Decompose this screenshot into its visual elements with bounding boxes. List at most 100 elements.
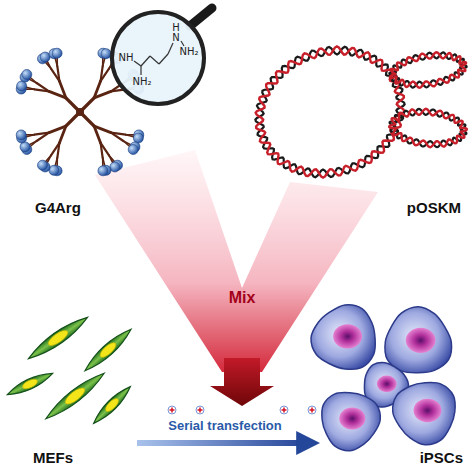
marker-ring — [196, 406, 204, 414]
plasmid-strand — [390, 52, 466, 87]
plasmid-strand — [389, 109, 467, 147]
arginine-group — [20, 142, 30, 152]
chemical-label: H — [172, 23, 180, 33]
marker-ring — [168, 406, 176, 414]
chemical-label: N — [172, 33, 179, 43]
ips-cell — [385, 307, 452, 373]
fibroblast — [5, 369, 55, 399]
chemical-bond — [141, 56, 150, 66]
arginine-group — [98, 166, 108, 176]
arginine-group — [101, 49, 111, 59]
dendrimer-core — [76, 108, 84, 116]
cell-nucleus — [377, 376, 397, 393]
dendrimer-branch — [51, 143, 59, 155]
dendrimer-branch — [59, 81, 65, 98]
fibroblast-cells — [5, 312, 134, 426]
ips-cell — [311, 305, 375, 370]
panel-label: G4Arg — [35, 200, 81, 217]
cell-nucleus — [21, 377, 39, 390]
cell-nucleus — [414, 399, 442, 423]
fibroblast — [25, 312, 91, 363]
panel-label: MEFs — [33, 450, 73, 467]
cell-nucleus — [46, 328, 70, 348]
dendrimer-branch — [111, 133, 123, 141]
arginine-group — [133, 133, 143, 143]
arginine-group — [128, 145, 138, 155]
cell-body — [90, 383, 134, 427]
edge-label: Serial transfection — [168, 419, 281, 433]
marker-ring — [280, 406, 288, 414]
cell-body — [311, 305, 375, 370]
cell-nucleus — [406, 328, 436, 353]
step-label: Mix — [229, 290, 256, 306]
illustration-panel: G4Arg — [5, 24, 195, 220]
ips-cell — [322, 392, 380, 450]
arginine-group — [52, 48, 62, 58]
marker-star — [169, 407, 176, 414]
plasmid-group — [255, 46, 466, 177]
dendrimer-branch — [94, 91, 111, 97]
dendrimer-branch — [57, 66, 59, 81]
cell-body — [385, 307, 452, 373]
transfection-arrow — [137, 440, 313, 446]
panel-label: pOSKM — [407, 200, 461, 217]
transfection-marker — [308, 406, 316, 414]
dendrimer-branch — [101, 69, 109, 81]
dendrimer-branch — [34, 133, 49, 135]
plasmid-strand — [390, 109, 467, 147]
marker-ring — [308, 406, 316, 414]
cell-nucleus — [333, 324, 362, 348]
mixing-funnel — [95, 150, 378, 372]
chemical-bond — [140, 66, 141, 75]
marker-star — [309, 407, 316, 414]
transfection-marker — [168, 406, 176, 414]
dendrimer-branch — [49, 126, 66, 132]
illustration-panel: pOSKM — [255, 30, 469, 220]
glass-handle — [190, 8, 212, 26]
ips-cell — [393, 383, 456, 445]
marker-star — [281, 407, 288, 414]
illustration-panel: iPSCs — [315, 300, 469, 470]
fibroblast — [81, 325, 134, 375]
glass-lens — [112, 12, 204, 104]
arginine-group — [37, 160, 47, 170]
chemical-bond — [168, 43, 173, 54]
arginine-group — [40, 52, 50, 62]
cell-body — [5, 369, 55, 399]
fibroblast — [90, 383, 134, 427]
illustration-panel: MEFs — [5, 315, 135, 470]
cell-nucleus — [63, 385, 87, 406]
magnifying-glass — [112, 8, 212, 104]
chemical-bond — [181, 41, 184, 46]
arginine-group — [17, 81, 27, 91]
plasmid-strand — [255, 47, 404, 177]
cell-nucleus — [339, 408, 365, 430]
cell-body — [322, 392, 380, 450]
chemical-label: NH — [119, 53, 134, 63]
dendrimer-branch — [101, 143, 103, 158]
panel-label: iPSCs — [420, 450, 463, 467]
stem-cells — [311, 305, 455, 451]
chemical-label: NH₂ — [179, 47, 198, 57]
dendrimer-branch — [37, 83, 49, 91]
arginine-group — [49, 165, 59, 175]
cell-nucleus — [104, 397, 121, 414]
chemical-label: NH₂ — [132, 77, 151, 87]
cell-nucleus — [98, 340, 118, 359]
marker-star — [197, 407, 204, 414]
down-arrow — [210, 358, 274, 406]
arginine-group — [110, 162, 120, 172]
cell-body — [81, 325, 134, 375]
chemical-bond — [159, 54, 168, 64]
chemical-bond — [150, 56, 159, 64]
cell-body — [25, 312, 91, 363]
cell-body — [393, 383, 456, 445]
chemical-bond — [134, 61, 141, 66]
arginine-group — [16, 130, 26, 140]
plasmid-strand — [389, 52, 466, 87]
transfection-marker — [196, 406, 204, 414]
plasmid-strand — [256, 46, 405, 177]
